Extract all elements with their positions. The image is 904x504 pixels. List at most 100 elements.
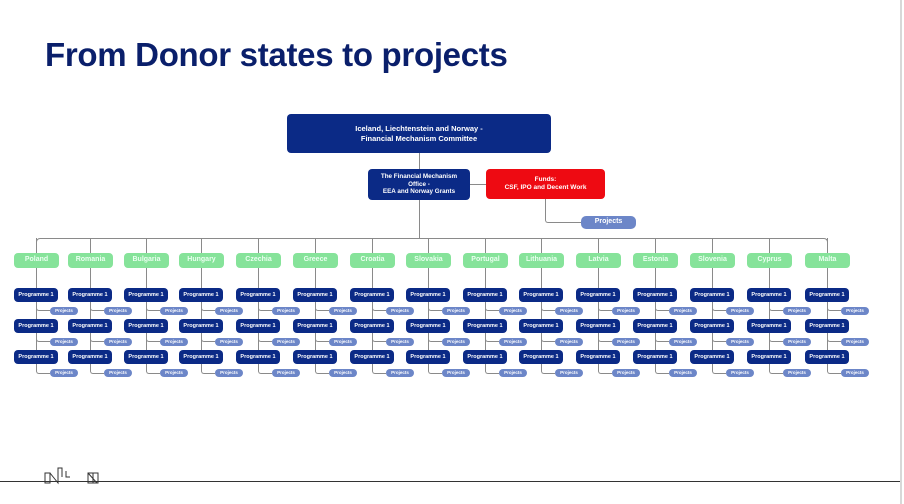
connector-programme-projects: [428, 302, 442, 311]
projects-pill: Projects: [726, 338, 754, 346]
programme-box: Programme 1: [576, 350, 620, 364]
projects-pill: Projects: [160, 369, 188, 377]
connector-country-programmes: [655, 268, 656, 369]
programme-box: Programme 1: [293, 350, 337, 364]
country-box-lithuania: Lithuania: [519, 253, 564, 268]
projects-pill: Projects: [160, 307, 188, 315]
projects-pill: Projects: [329, 307, 357, 315]
programme-box: Programme 1: [519, 350, 563, 364]
country-box-estonia: Estonia: [633, 253, 678, 268]
projects-pill: Projects: [215, 369, 243, 377]
programme-box: Programme 1: [14, 350, 58, 364]
projects-pill: Projects: [612, 369, 640, 377]
connector-country-programmes: [90, 268, 91, 369]
projects-pill: Projects: [841, 338, 869, 346]
country-box-greece: Greece: [293, 253, 338, 268]
programme-box: Programme 1: [124, 350, 168, 364]
programme-box: Programme 1: [14, 319, 58, 333]
country-box-cyprus: Cyprus: [747, 253, 792, 268]
connector-bus-country: [146, 238, 147, 253]
programme-box: Programme 1: [747, 288, 791, 302]
connector-programme-projects: [146, 302, 160, 311]
programme-box: Programme 1: [633, 288, 677, 302]
projects-pill: Projects: [442, 369, 470, 377]
programme-box: Programme 1: [747, 350, 791, 364]
programme-box: Programme 1: [124, 288, 168, 302]
projects-pill: Projects: [499, 369, 527, 377]
connector-country-programmes: [827, 268, 828, 369]
page-title: From Donor states to projects: [45, 36, 508, 73]
connector-programme-projects: [598, 333, 612, 342]
programme-box: Programme 1: [406, 288, 450, 302]
projects-pill: Projects: [160, 338, 188, 346]
projects-pill: Projects: [104, 307, 132, 315]
programme-box: Programme 1: [124, 319, 168, 333]
connector-programme-projects: [315, 333, 329, 342]
projects-pill: Projects: [104, 369, 132, 377]
programme-box: Programme 1: [690, 350, 734, 364]
connector-programme-projects: [428, 333, 442, 342]
projects-pill: Projects: [669, 307, 697, 315]
connector-programme-projects: [146, 333, 160, 342]
projects-pill: Projects: [272, 369, 300, 377]
country-box-poland: Poland: [14, 253, 59, 268]
programme-box: Programme 1: [805, 319, 849, 333]
programme-box: Programme 1: [236, 288, 280, 302]
connector-programme-projects: [541, 364, 555, 374]
projects-pill: Projects: [841, 307, 869, 315]
projects-pill: Projects: [386, 307, 414, 315]
programme-box: Programme 1: [350, 288, 394, 302]
connector-programme-projects: [827, 302, 841, 311]
connector-programme-projects: [315, 364, 329, 374]
connector-bus-country: [827, 238, 828, 253]
projects-pill: Projects: [726, 369, 754, 377]
country-box-latvia: Latvia: [576, 253, 621, 268]
connector-funds-projects: [545, 199, 581, 223]
connector-country-programmes: [428, 268, 429, 369]
connector-committee-office: [419, 153, 420, 169]
projects-pill: Projects: [612, 338, 640, 346]
projects-pill: Projects: [272, 307, 300, 315]
programme-box: Programme 1: [350, 319, 394, 333]
country-box-czechia: Czechia: [236, 253, 281, 268]
connector-programme-projects: [146, 364, 160, 374]
programme-box: Programme 1: [179, 319, 223, 333]
programme-box: Programme 1: [179, 350, 223, 364]
projects-pill: Projects: [104, 338, 132, 346]
connector-programme-projects: [258, 302, 272, 311]
connector-programme-projects: [90, 302, 104, 311]
programme-box: Programme 1: [805, 350, 849, 364]
connector-bus-country: [428, 238, 429, 253]
programme-box: Programme 1: [179, 288, 223, 302]
programme-box: Programme 1: [14, 288, 58, 302]
connector-country-programmes: [201, 268, 202, 369]
projects-pill: Projects: [442, 307, 470, 315]
connector-bus-country: [315, 238, 316, 253]
connector-programme-projects: [655, 333, 669, 342]
connector-programme-projects: [315, 302, 329, 311]
connector-country-programmes: [372, 268, 373, 369]
connector-office-bus: [419, 200, 420, 238]
connector-programme-projects: [712, 333, 726, 342]
connector-programme-projects: [90, 364, 104, 374]
projects-pill: Projects: [783, 369, 811, 377]
country-box-hungary: Hungary: [179, 253, 224, 268]
connector-programme-projects: [485, 364, 499, 374]
programme-box: Programme 1: [406, 350, 450, 364]
programme-box: Programme 1: [690, 319, 734, 333]
projects-pill: Projects: [215, 307, 243, 315]
committee-line2: Financial Mechanism Committee: [360, 133, 478, 143]
connector-country-programmes: [769, 268, 770, 369]
connector-programme-projects: [769, 364, 783, 374]
connector-programme-projects: [428, 364, 442, 374]
country-box-malta: Malta: [805, 253, 850, 268]
programme-box: Programme 1: [236, 319, 280, 333]
projects-pill: Projects: [215, 338, 243, 346]
connector-programme-projects: [598, 302, 612, 311]
connector-programme-projects: [201, 364, 215, 374]
projects-pill: Projects: [272, 338, 300, 346]
projects-pill: Projects: [386, 369, 414, 377]
connector-programme-projects: [655, 364, 669, 374]
connector-programme-projects: [36, 364, 50, 374]
fmo-box: The Financial Mechanism Office - EEA and…: [368, 169, 470, 200]
